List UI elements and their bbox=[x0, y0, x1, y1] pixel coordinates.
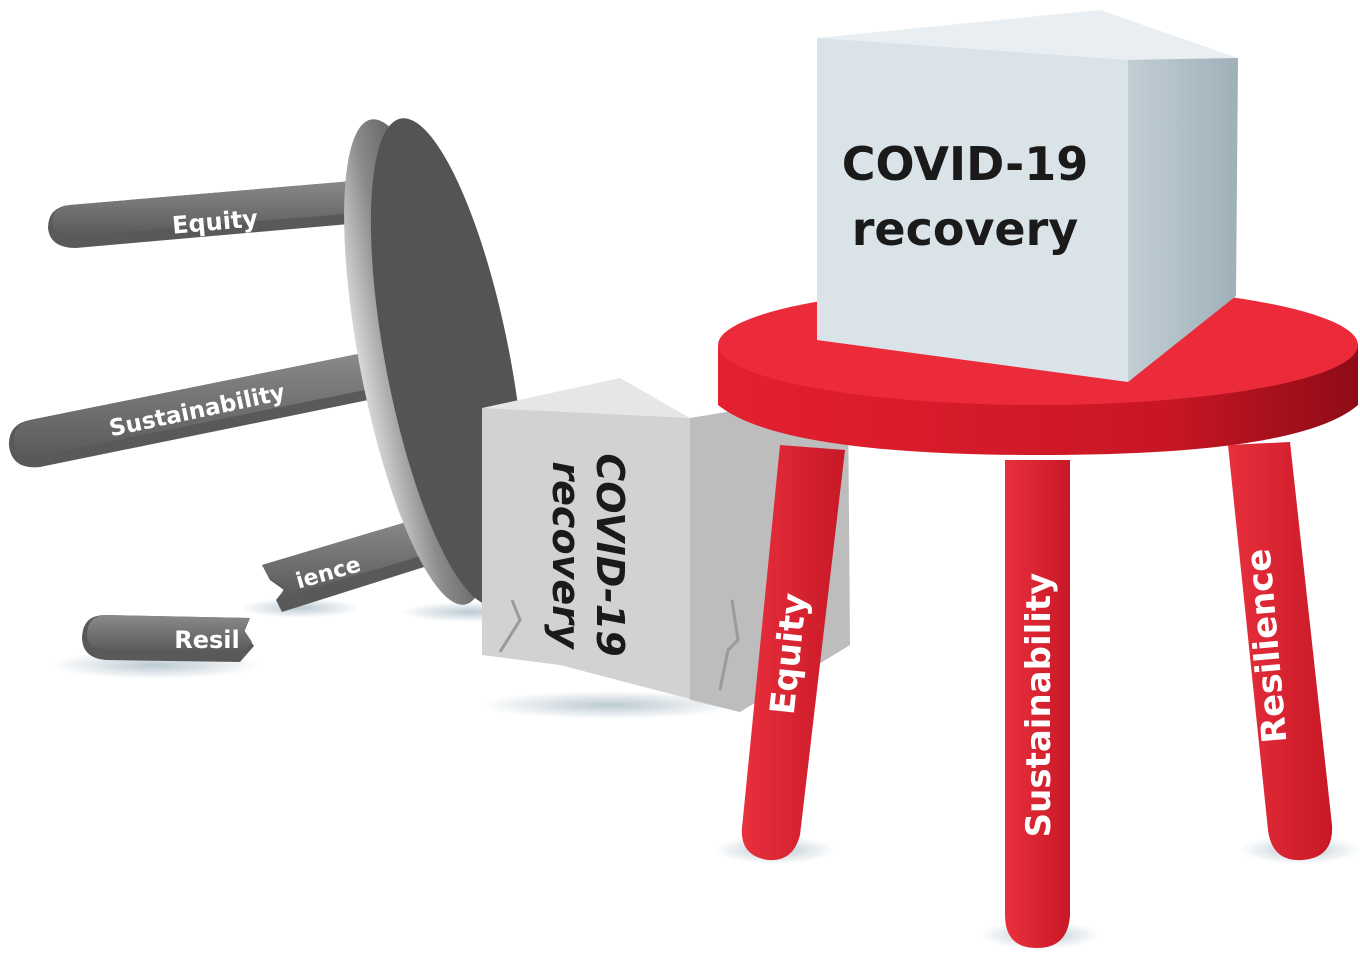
fallen-leg-equity: Equity bbox=[48, 180, 372, 248]
red-leg-equity: Equity bbox=[741, 445, 845, 861]
red-leg-label: Sustainability bbox=[1019, 573, 1059, 838]
red-leg-resilience: Resilience bbox=[1228, 442, 1333, 861]
upright-box-line2: recovery bbox=[852, 202, 1079, 256]
fallen-leg-sustainability: Sustainability bbox=[8, 352, 379, 468]
red-leg-sustainability: Sustainability bbox=[1005, 460, 1070, 948]
fallen-leg-broken-upper: ience bbox=[262, 518, 440, 612]
upright-box-line1: COVID-19 bbox=[842, 137, 1089, 191]
upright-box: COVID-19 recovery bbox=[817, 10, 1238, 382]
fallen-stool: Equity Sustainability ience Resil bbox=[8, 118, 526, 662]
fallen-box-line2: recovery bbox=[544, 461, 588, 650]
fallen-box-line1: COVID-19 bbox=[588, 453, 632, 656]
fallen-leg-broken-stump: Resil bbox=[82, 615, 254, 662]
fallen-leg-label: Resil bbox=[174, 626, 240, 654]
